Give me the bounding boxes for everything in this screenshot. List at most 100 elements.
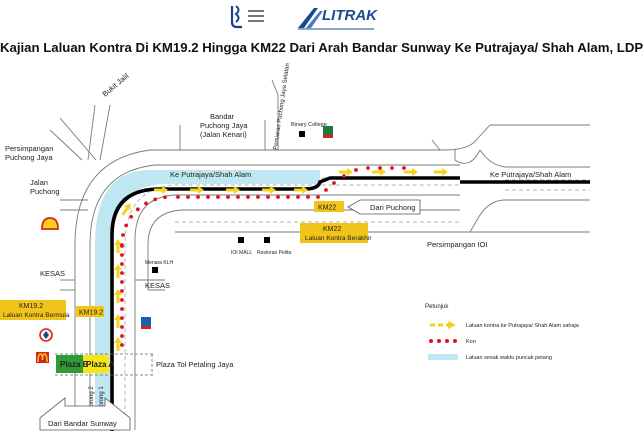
binary-college-marker [299,131,305,137]
cone [144,201,148,206]
legend-item-congestion: Laluan sesak waktu puncak petang [466,355,552,361]
km19-small-label: KM19.2 [79,310,103,317]
km19-box-line2: Laluan Kontra Bermula [3,312,70,319]
cone [306,195,310,199]
lorong-1-label: Lorong 1 [99,386,105,410]
map-stage: LITRAK Kajian Laluan Kontra Di KM19.2 Hi… [0,4,643,431]
contraflow-arrow [339,168,353,176]
jalan-puchong-label-1: Jalan [30,178,48,187]
plaza-b-booth [56,355,83,373]
cone [120,280,124,284]
km22-small-box [314,201,344,212]
plaza-tol-label: Plaza Tol Petaling Jaya [156,360,234,369]
cone [354,168,358,172]
km22-small-label: KM22 [318,205,336,212]
cone [135,207,140,212]
lane-dashes [99,177,590,430]
dari-puchong-arrow [347,199,421,215]
cone [121,233,125,237]
cones [120,166,406,347]
litrak-logo: LITRAK [296,4,377,32]
cone [296,195,300,199]
km19-box-line1: KM19.2 [19,303,43,310]
lorong-2-label: Lorong 2 [89,386,95,410]
cone [324,188,328,192]
jalan-puchong-label-2: Puchong [30,187,60,196]
cone [390,166,394,170]
litrak-logo-icon [298,8,374,30]
contraflow-arrow [114,337,122,351]
plaza-b-label: Plaza B [60,360,89,369]
legend-congestion-sample [428,354,458,360]
route-diagram: Plaza B Plaza A [0,63,590,431]
contraflow-arrow [190,186,204,194]
cone [120,307,124,311]
cone [342,174,346,178]
km19-small-box [76,306,104,317]
toll-dashes [55,353,155,376]
contraflow-arrow [114,314,122,328]
cone [236,195,240,199]
pois [36,126,333,363]
cone [256,195,260,199]
bandar-puchong-jaya-label-1: Bandar [210,112,235,121]
contraflow-arrow [121,203,131,216]
contraflow-arrow [114,264,122,278]
legend-arrow-sample [430,321,456,329]
congestion-band [95,170,320,430]
ke-putrajaya-top-label: Ke Putrajaya/Shah Alam [170,170,251,179]
contraflow-divider [110,176,460,431]
cone [120,262,124,266]
dari-puchong-label: Dari Puchong [370,203,415,212]
cone [266,195,270,199]
cone [120,325,124,329]
bukit-jalil-label: Bukit Jalil [101,71,131,98]
cone [120,316,124,320]
road-edges [49,79,590,430]
cone [332,181,336,185]
contraflow-arrow [114,239,122,253]
ioi-mall-marker [238,237,244,243]
contraflow-arrow [294,186,308,194]
cone [120,334,124,338]
cone [120,253,124,257]
restoran-pelita-marker [264,237,270,243]
persimpangan-puchong-jaya-label-2: Puchong Jaya [5,153,53,162]
km19-box [0,300,66,320]
petronas-icon [323,126,333,138]
km22-box-line1: KM22 [323,226,341,233]
cone [186,195,190,199]
cone [120,243,124,247]
cone [206,195,210,199]
petronas-icon-2 [141,317,151,329]
menara-marker [152,267,158,273]
cone [163,195,167,200]
plaza-a-booth [83,355,109,373]
legend-cone-sample [429,339,457,343]
kesas-label-1: KESAS [40,269,65,278]
litrak-logo-text: LITRAK [322,7,377,24]
contraflow-arrow [434,168,448,176]
contraflow-arrow [404,168,418,176]
persimpangan-puchong-jaya-label-1: Persimpangan [5,144,53,153]
km22-box [300,223,368,243]
cone [129,214,134,219]
persiaran-label: Persiaran Puchong Jaya Selatan [273,63,291,150]
contraflow-arrow [372,168,386,176]
persimpangan-ioi-label: Persimpangan IOI [427,240,487,249]
mcdonalds-icon [36,352,49,363]
cone [120,343,124,347]
km22-box-line2: Laluan Kontra Berakhir [305,235,372,242]
dari-bandar-sunway-arrow: Dari Bandar Sunway [39,397,131,431]
page-title: Kajian Laluan Kontra Di KM19.2 Hingga KM… [0,40,643,55]
contraflow-arrow [114,289,122,303]
cone [246,195,250,199]
bandar-puchong-jaya-label-2: Puchong Jaya [200,121,248,130]
cone [124,223,129,228]
legend-title: Petunjuk [425,304,449,310]
contraflow-arrow [154,186,168,194]
legend-item-cone: Kon [466,339,476,345]
cone [378,166,382,170]
cone [196,195,200,199]
bandar-puchong-jaya-label-3: (Jalan Kenari) [200,130,247,139]
